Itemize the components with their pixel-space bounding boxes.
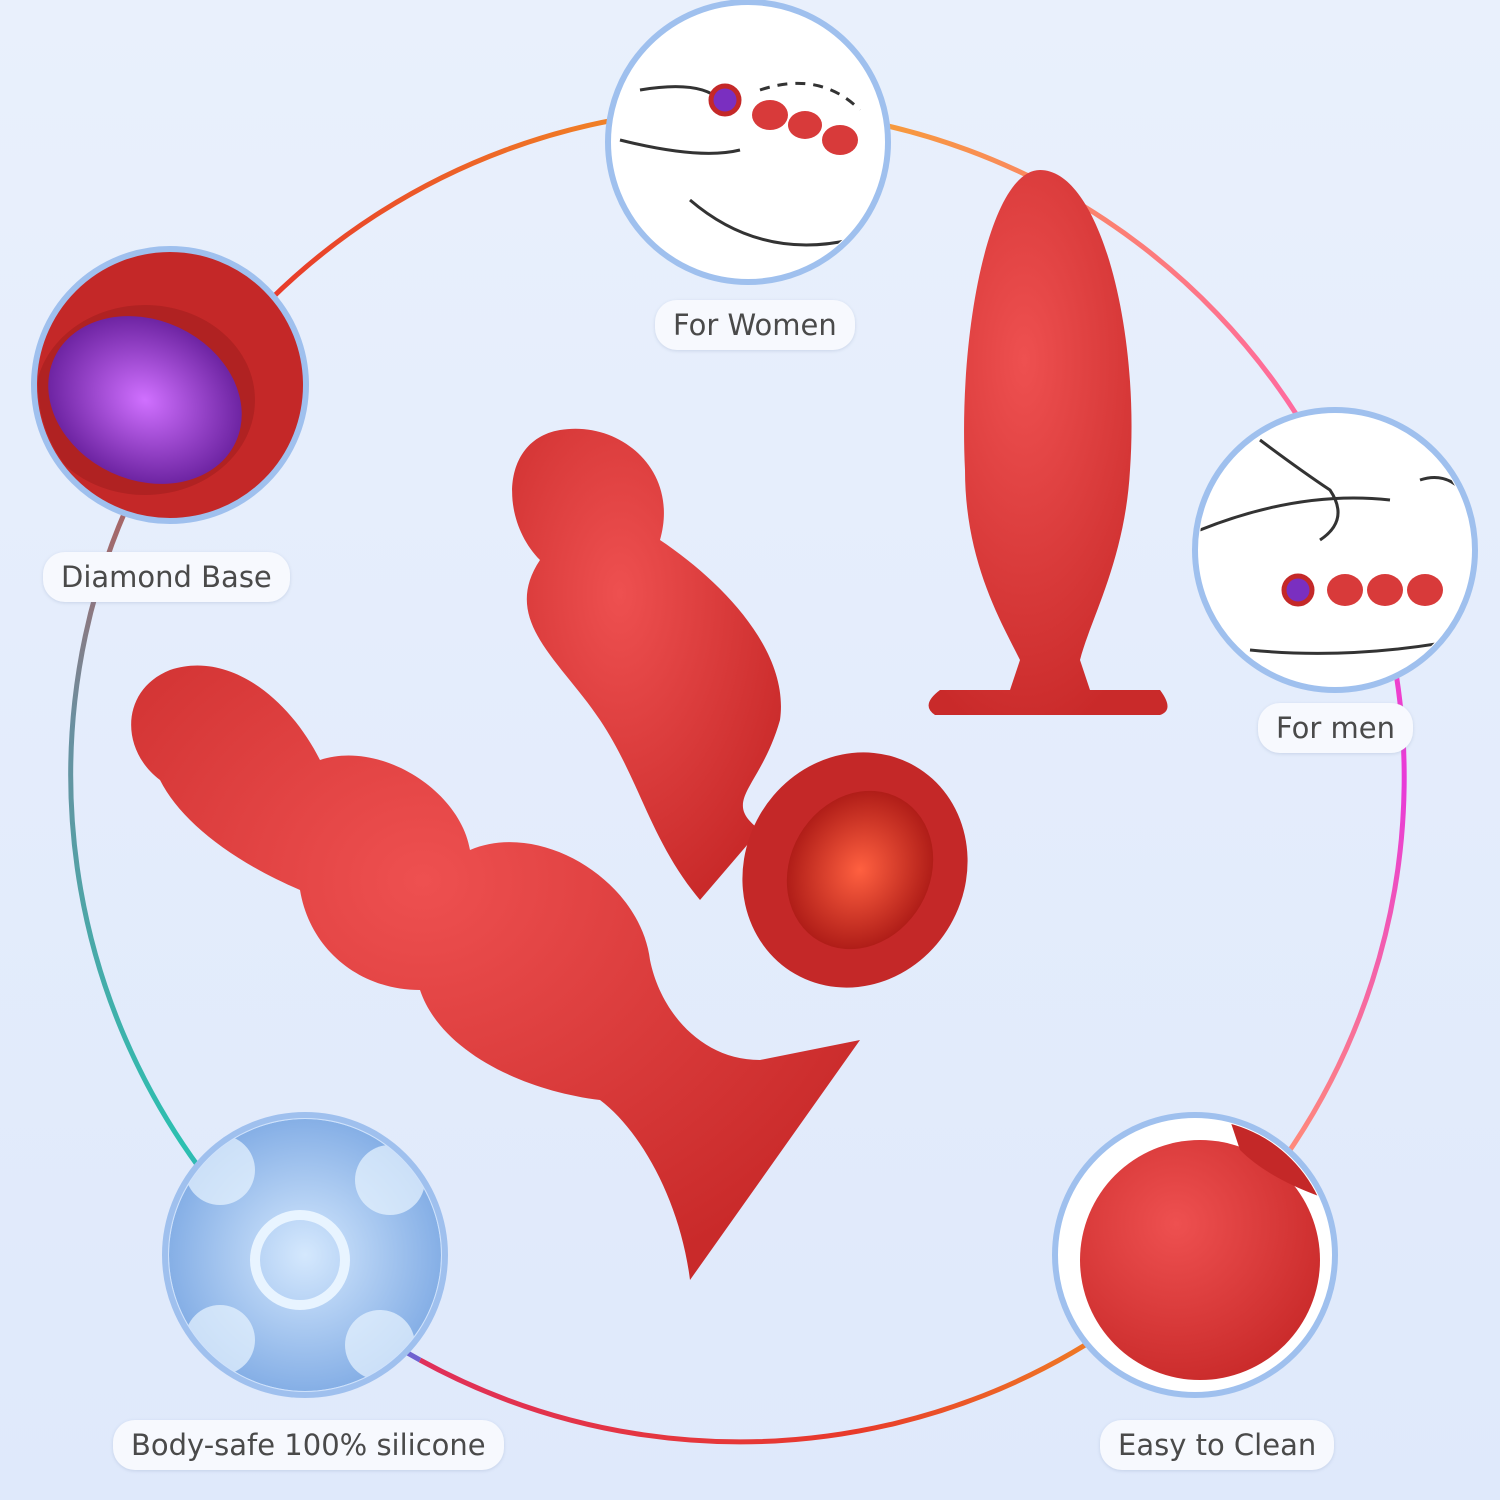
- inset-silicone: [162, 1112, 448, 1398]
- label-diamond-base: Diamond Base: [43, 552, 290, 602]
- inset-easy-clean: [1052, 1112, 1338, 1398]
- inset-for-men: [1192, 407, 1478, 693]
- product-beaded-plug-gem: [512, 428, 968, 988]
- product-large-beaded-plug: [131, 665, 860, 1280]
- label-body-safe-silicone: Body-safe 100% silicone: [113, 1420, 504, 1470]
- inset-diamond-base: [31, 246, 309, 524]
- inset-for-women: [605, 0, 891, 285]
- label-for-men: For men: [1258, 703, 1414, 753]
- product-tall-plug: [928, 170, 1168, 715]
- label-for-women: For Women: [655, 300, 855, 350]
- label-easy-to-clean: Easy to Clean: [1100, 1420, 1335, 1470]
